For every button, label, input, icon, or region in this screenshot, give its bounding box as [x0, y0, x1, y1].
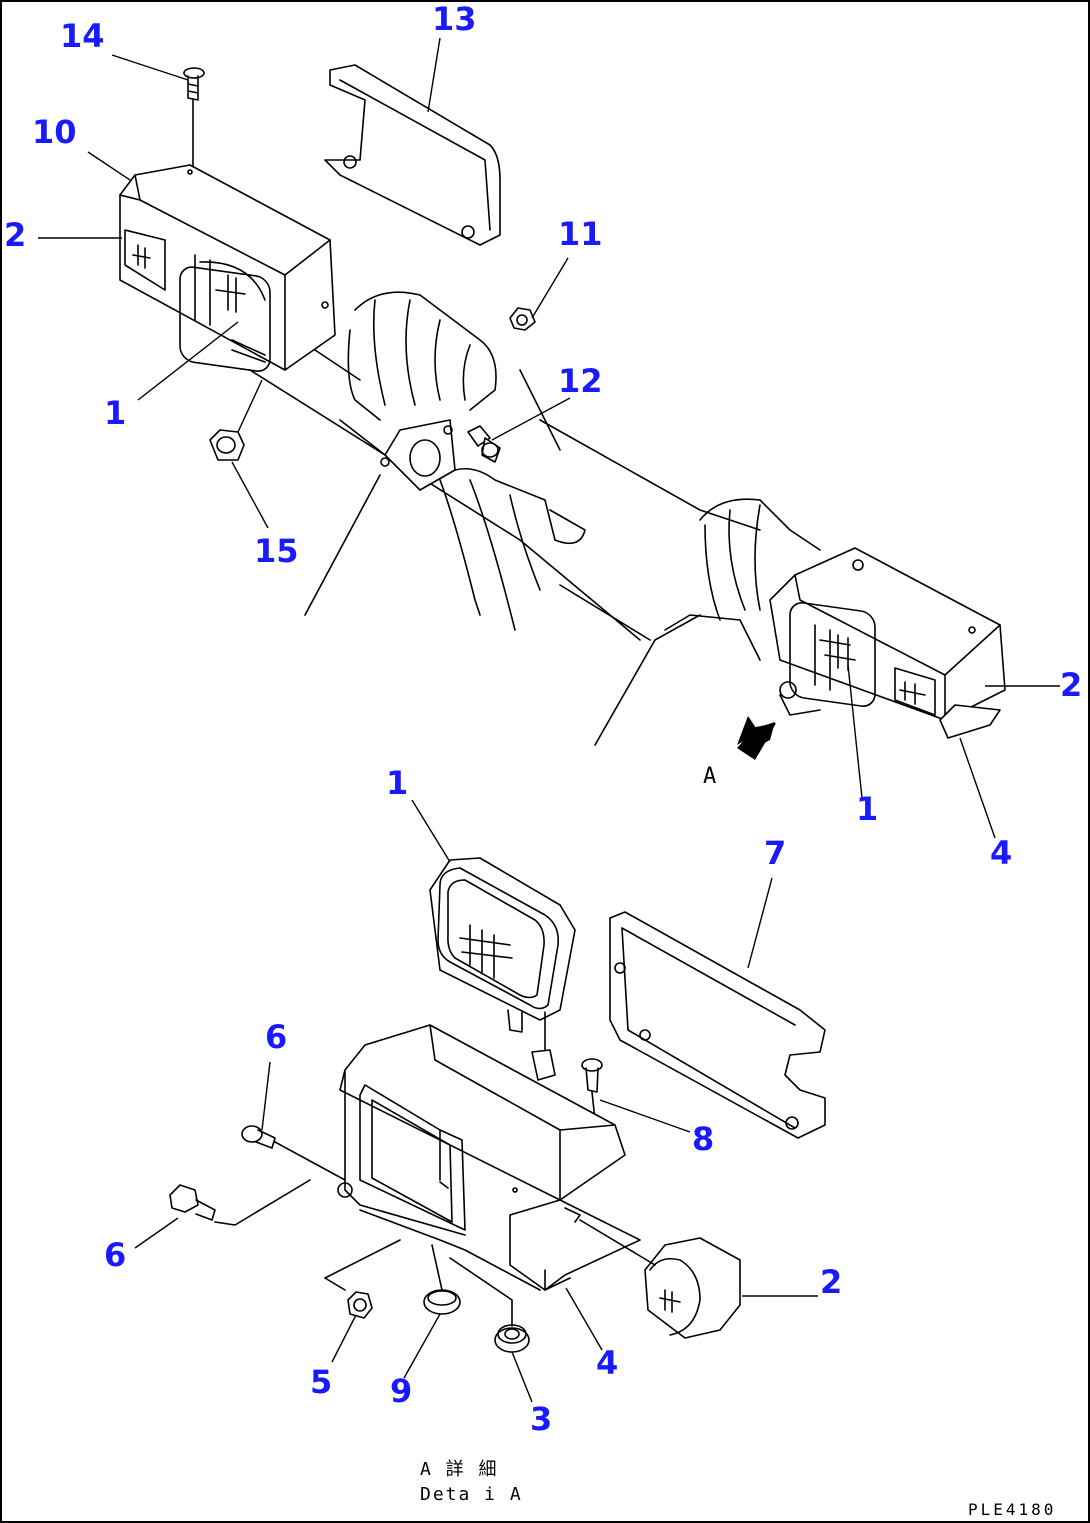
callout-14: 14	[60, 17, 105, 55]
callout-11: 11	[558, 215, 603, 253]
view-arrow-a	[737, 716, 776, 760]
callout-6-upper: 6	[265, 1018, 287, 1056]
grommet-3	[449, 1257, 530, 1353]
callout-8: 8	[692, 1120, 714, 1158]
view-label-a: A	[703, 764, 716, 789]
callout-4-upper: 4	[990, 834, 1012, 872]
center-pivot-bracket	[339, 291, 586, 631]
lamp-housing-lower	[337, 1024, 641, 1291]
callout-4-lower: 4	[596, 1344, 618, 1382]
callout-1-upper-right: 1	[856, 790, 878, 828]
lamp-housing-10-left	[119, 164, 336, 372]
work-lamp-1	[429, 857, 576, 1081]
callout-1-upper-left: 1	[104, 394, 126, 432]
leader-lines	[38, 37, 1060, 1403]
detail-caption: A 詳 細 Deta i A	[420, 1459, 523, 1505]
right-bracket	[664, 498, 821, 661]
callout-10: 10	[32, 113, 77, 151]
callout-3: 3	[530, 1400, 552, 1438]
bolt-12	[467, 425, 501, 463]
callout-2-upper-left: 2	[4, 216, 26, 254]
detail-caption-jp: A 詳 細	[420, 1459, 499, 1480]
callout-9: 9	[390, 1372, 412, 1410]
nut-5	[324, 1239, 401, 1319]
callouts: 14 13 10 2 11 1 12 15 2 1 4 1 7 6 8 6 2 …	[4, 0, 1082, 1438]
side-lamp-2-lower	[579, 1219, 741, 1339]
callout-12: 12	[558, 362, 603, 400]
gasket-frame-7	[609, 911, 826, 1139]
callout-2-upper-right: 2	[1060, 666, 1082, 704]
callout-1-lower: 1	[386, 764, 408, 802]
bolt-6-lower	[169, 1179, 311, 1226]
callout-15: 15	[254, 532, 299, 570]
callout-13: 13	[432, 0, 477, 38]
callout-5: 5	[310, 1363, 332, 1401]
screw-14	[183, 67, 205, 171]
callout-6-lower: 6	[104, 1236, 126, 1274]
axle-beam	[249, 339, 761, 746]
callout-7: 7	[764, 834, 786, 872]
drawing-code: PLE4180	[968, 1500, 1056, 1519]
screw-8	[581, 1058, 603, 1121]
washer-9	[423, 1244, 461, 1315]
callout-2-lower: 2	[820, 1263, 842, 1301]
lamp-housing-right	[769, 547, 1006, 739]
nut-11	[509, 307, 536, 331]
nut-15	[209, 429, 245, 461]
bolt-6-upper	[241, 1125, 346, 1181]
cover-plate-13	[324, 64, 501, 246]
detail-caption-en: Deta i A	[420, 1484, 523, 1505]
